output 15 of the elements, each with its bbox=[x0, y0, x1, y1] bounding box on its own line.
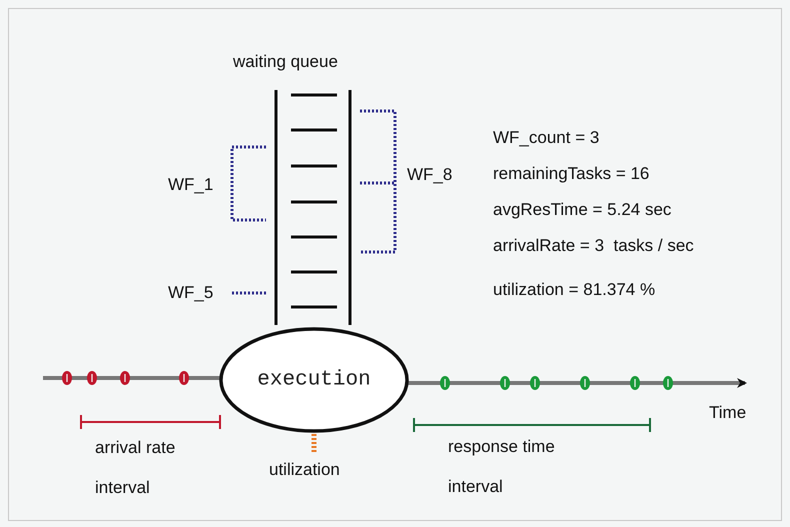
interval-label: arrival rate interval bbox=[95, 437, 176, 499]
process-ellipse bbox=[219, 327, 409, 433]
metric-text: avgResTime = 5.24 sec bbox=[493, 200, 672, 220]
metric-text: arrivalRate = 3 tasks / sec bbox=[493, 236, 694, 256]
metric-text: WF_count = 3 bbox=[493, 128, 600, 148]
metric-text: remainingTasks = 16 bbox=[493, 164, 650, 184]
queue-title: waiting queue bbox=[233, 52, 338, 72]
marker-label: utilization bbox=[269, 460, 340, 480]
workflow-label: WF_5 bbox=[168, 283, 214, 303]
interval-label: response time interval bbox=[448, 436, 556, 498]
metric-text: utilization = 81.374 % bbox=[493, 280, 656, 300]
node-label: execution bbox=[257, 368, 371, 392]
workflow-label: WF_1 bbox=[168, 175, 214, 195]
workflow-label: WF_8 bbox=[407, 165, 452, 185]
axis-label: Time bbox=[709, 403, 746, 423]
